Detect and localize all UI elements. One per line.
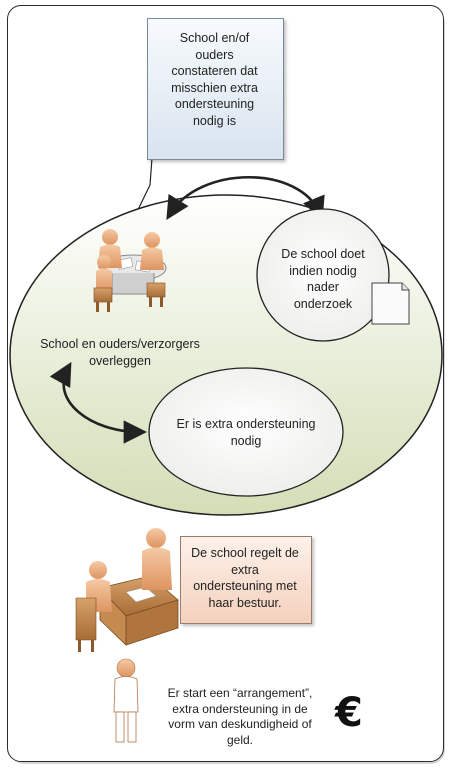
research-circle <box>256 208 390 342</box>
support-circle-text: Er is extra ondersteuning nodig <box>176 417 316 448</box>
left-double-arrow <box>49 361 148 444</box>
standing-person-icon <box>113 658 139 743</box>
arranges-text: De school regelt de extra ondersteuning … <box>191 546 299 610</box>
support-circle <box>148 367 344 497</box>
top-double-arrow <box>166 176 325 221</box>
meeting-label: School en ouders/verzorgers overleggen <box>40 337 200 368</box>
euro-icon: € <box>335 690 363 736</box>
note-box-observation <box>147 18 284 160</box>
arranges-box <box>180 536 312 624</box>
meeting-people-icon <box>93 229 167 312</box>
note-observation-text: School en/of ouders constateren dat miss… <box>171 31 258 128</box>
desk-meeting-icon <box>75 528 179 652</box>
research-circle-text: De school doet indien nodig nader onderz… <box>281 247 365 311</box>
document-icon <box>371 282 410 325</box>
arrangement-text: Er start een “arrangement”, extra onders… <box>167 686 313 747</box>
